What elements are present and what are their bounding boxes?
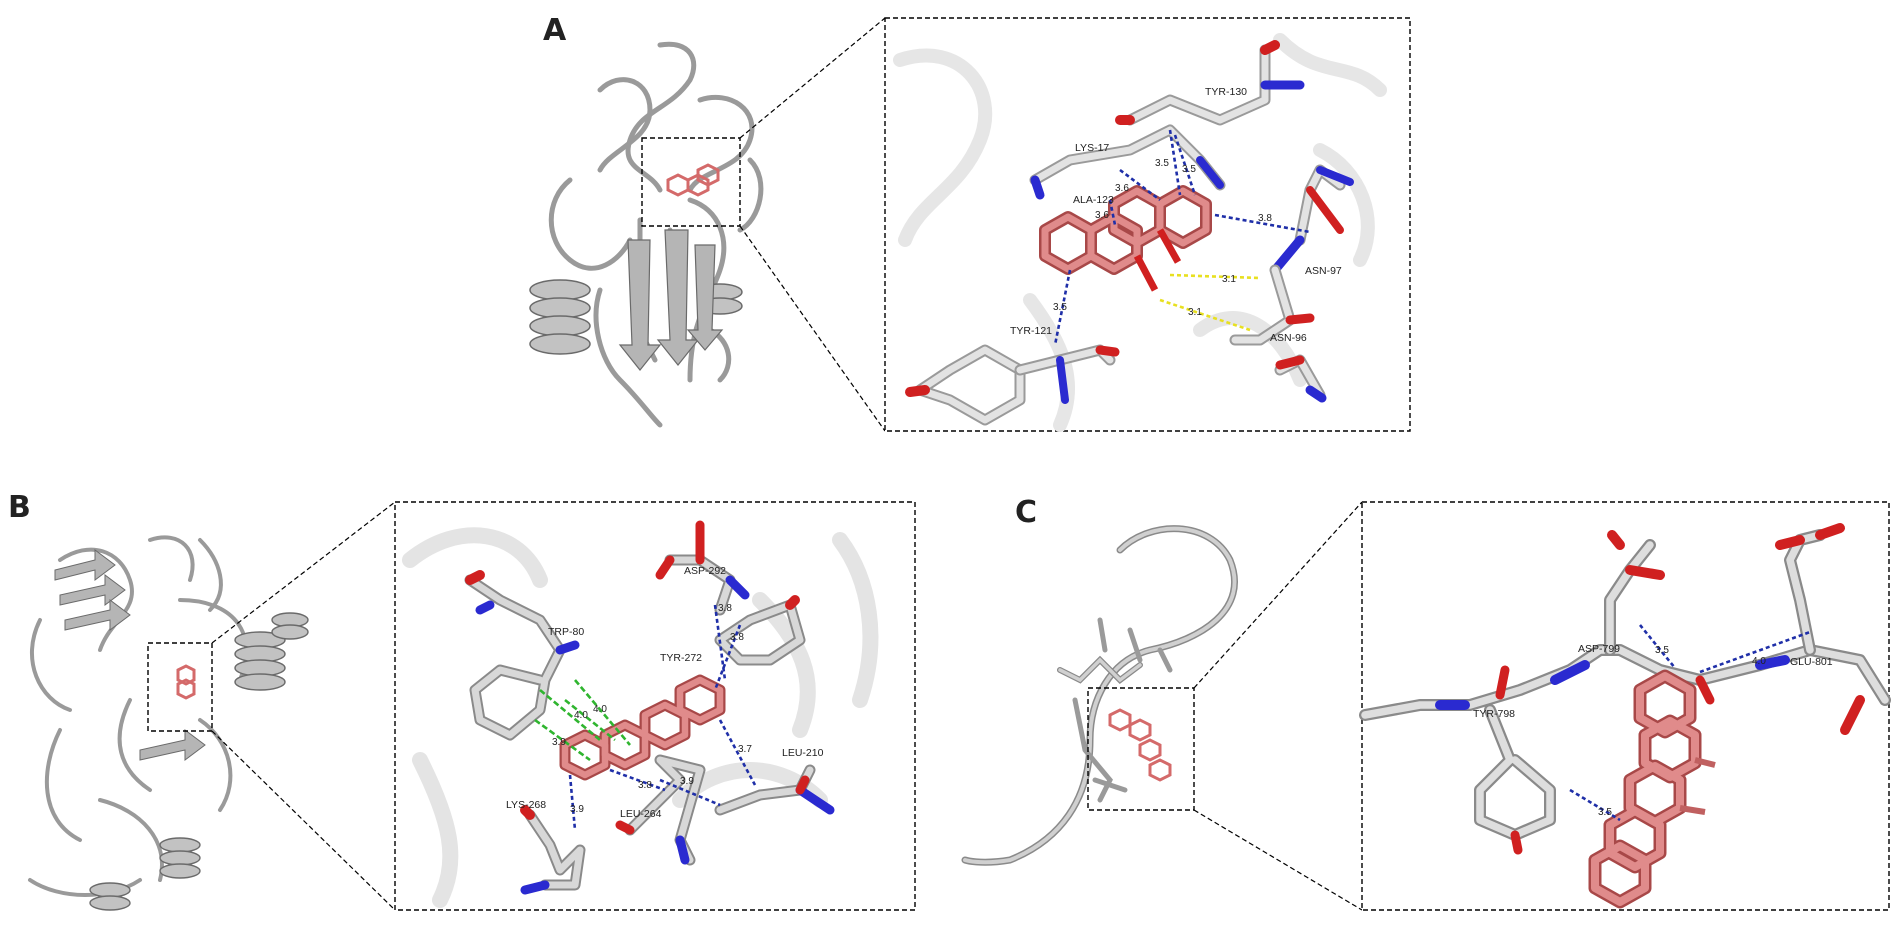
residue-label-tyr121: TYR-121 — [1010, 325, 1052, 337]
panel-a-detail: TYR-130 LYS-17 ALA-123 ASN-97 ASN-96 TYR… — [893, 33, 1387, 432]
residue-label-tyr272: TYR-272 — [660, 652, 702, 664]
residue-label-ala123: ALA-123 — [1073, 194, 1114, 206]
panel-a-hbonds — [1053, 129, 1311, 346]
panel-b: B — [8, 490, 916, 911]
distance-label: 4.0 — [574, 710, 588, 721]
distance-label: 3.5 — [1182, 164, 1196, 175]
panel-b-helix — [89, 612, 309, 911]
panel-a-residue-sticks — [905, 40, 1354, 426]
panel-a-overview-ligand — [666, 163, 720, 197]
panel-b-overview-ligand — [176, 664, 196, 700]
panel-b-zoom-line-bottom — [211, 730, 396, 911]
panel-a-protein-overview — [548, 41, 764, 428]
distance-label: 3.5 — [1053, 302, 1067, 313]
panel-c-detail: ASP-799 GLU-801 TYR-798 3.5 4.0 3.5 — [1359, 523, 1891, 909]
panel-c-zoom-line-top — [1193, 501, 1363, 689]
distance-label: 3.9 — [680, 776, 694, 787]
panel-c-hbonds — [1569, 624, 1811, 822]
distance-label: 3.9 — [552, 737, 566, 748]
distance-label: 4.0 — [1752, 656, 1766, 667]
distance-label: 3.6 — [1095, 210, 1109, 221]
distance-label: 3.8 — [1258, 213, 1272, 224]
distance-label: 3.5 — [1598, 807, 1612, 818]
distance-label: 3.8 — [718, 603, 732, 614]
panel-a-beta-sheet — [618, 229, 724, 371]
distance-label: 3.9 — [570, 804, 584, 815]
panel-a-zoom-line-top — [739, 17, 886, 139]
residue-label-tyr130: TYR-130 — [1205, 86, 1247, 98]
panel-c-ligand — [1588, 669, 1716, 909]
residue-label-tyr798: TYR-798 — [1473, 708, 1515, 720]
panel-c-zoom-box — [1087, 687, 1195, 811]
distance-label: 3.7 — [738, 744, 752, 755]
residue-label-asp292: ASP-292 — [684, 565, 726, 577]
panel-b-zoom-line-top — [211, 501, 396, 644]
distance-label: 3.8 — [638, 780, 652, 791]
panel-a-letter: A — [543, 13, 567, 48]
panel-b-pi-interactions — [534, 679, 631, 762]
distance-label: 3.5 — [1155, 158, 1169, 169]
residue-label-asn97: ASN-97 — [1305, 265, 1342, 277]
panel-a-zoom-line-bottom — [739, 225, 886, 432]
panel-c-overview-ligand — [1108, 708, 1172, 782]
panel-b-protein-overview — [28, 535, 249, 897]
panel-a-zoom-box — [641, 137, 741, 227]
panel-a: A — [529, 13, 1411, 432]
distance-label: 3.1 — [1188, 307, 1202, 318]
distance-label: 3.1 — [1222, 274, 1236, 285]
panel-b-detail: ASP-292 TRP-80 TYR-272 LEU-210 LYS-268 L… — [402, 520, 879, 908]
distance-label: 3.5 — [1655, 645, 1669, 656]
distance-label: 3.8 — [730, 632, 744, 643]
panel-b-ligand — [559, 674, 726, 781]
residue-label-leu264: LEU-264 — [620, 808, 662, 820]
panel-c: C — [961, 495, 1891, 911]
panel-b-zoom-box — [147, 642, 213, 732]
residue-label-asn96: ASN-96 — [1270, 332, 1307, 344]
distance-label: 3.6 — [1115, 183, 1129, 194]
panel-c-letter: C — [1015, 495, 1037, 530]
panel-b-residue-sticks — [464, 520, 835, 895]
residue-label-leu210: LEU-210 — [782, 747, 824, 759]
residue-label-asp799: ASP-799 — [1578, 643, 1620, 655]
panel-c-zoom-line-bottom — [1193, 809, 1363, 911]
panel-b-letter: B — [8, 490, 31, 525]
panel-c-protein-overview — [961, 525, 1238, 866]
residue-label-glu801: GLU-801 — [1790, 656, 1833, 668]
panel-b-hbonds — [568, 604, 757, 831]
residue-label-trp80: TRP-80 — [548, 626, 584, 638]
distance-label: 4.0 — [593, 704, 607, 715]
residue-label-lys268: LYS-268 — [506, 799, 546, 811]
residue-label-lys17: LYS-17 — [1075, 142, 1109, 154]
panel-c-residue-sticks — [1359, 523, 1891, 855]
panel-b-beta-sheet — [54, 549, 206, 761]
